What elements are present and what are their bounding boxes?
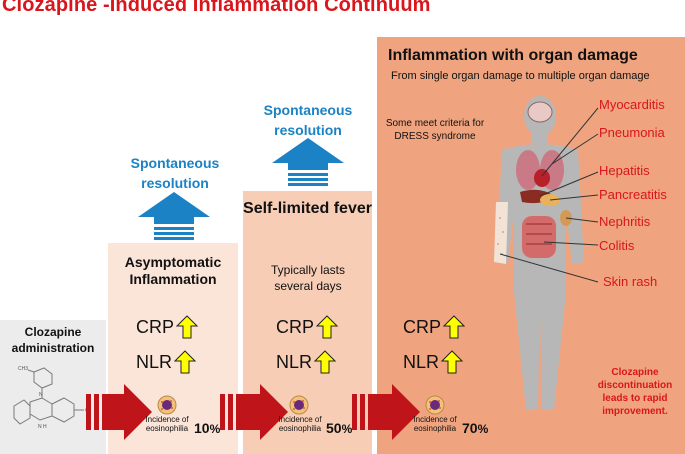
- organ-label-pneumonia: Pneumonia: [599, 125, 665, 140]
- stage1-eosinophilia-label: Incidence of eosinophilia: [145, 415, 189, 433]
- stage2-eosinophilia-label: Incidence of eosinophilia: [278, 415, 322, 433]
- stage2-eosinophilia-percent: 50%: [326, 420, 352, 436]
- percent-value: 10: [194, 420, 210, 436]
- progression-arrow-3-icon: [352, 384, 420, 440]
- page-title: Clozapine -Induced Inflammation Continuu…: [2, 0, 431, 16]
- crp-up-arrow-icon: [443, 315, 466, 339]
- stage3-eosinophilia-percent: 70%: [462, 420, 488, 436]
- stage2-nlr-marker: NLR: [276, 350, 337, 374]
- nlr-up-arrow-icon: [441, 350, 464, 374]
- organ-label-pancreatitis: Pancreatitis: [599, 187, 667, 202]
- organ-label-hepatitis: Hepatitis: [599, 163, 650, 178]
- eosinophil-icon: [289, 395, 309, 415]
- stage2-detail: Typically lasts several days: [270, 263, 346, 293]
- stage3-crp-marker: CRP: [403, 315, 466, 339]
- percent-sign: %: [209, 422, 221, 436]
- progression-arrow-1-icon: [86, 384, 152, 440]
- nlr-up-arrow-icon: [174, 350, 197, 374]
- stage2-resolution-arrow-icon: [272, 138, 344, 186]
- administration-label: Clozapine administration: [11, 325, 95, 355]
- crp-up-arrow-icon: [176, 315, 199, 339]
- eosinophil-icon: [425, 395, 445, 415]
- stage2-heading: Self-limited fever: [243, 200, 372, 217]
- crp-label: CRP: [403, 316, 442, 337]
- crp-up-arrow-icon: [316, 315, 339, 339]
- nlr-label: NLR: [276, 351, 313, 372]
- nlr-up-arrow-icon: [314, 350, 337, 374]
- percent-value: 70: [462, 420, 478, 436]
- nlr-label: NLR: [136, 351, 173, 372]
- progression-arrow-2-icon: [220, 384, 288, 440]
- stage1-nlr-marker: NLR: [136, 350, 197, 374]
- nh-label: N H: [38, 424, 47, 430]
- percent-value: 50: [326, 420, 342, 436]
- methyl-label: CH3: [18, 366, 28, 372]
- stage2-crp-marker: CRP: [276, 315, 339, 339]
- percent-sign: %: [341, 422, 353, 436]
- dress-note: Some meet criteria for DRESS syndrome: [385, 118, 485, 142]
- stage3-nlr-marker: NLR: [403, 350, 464, 374]
- human-body-illustration: [494, 96, 599, 410]
- stage1-eosinophilia-percent: 10%: [194, 420, 220, 436]
- stage3-heading: Inflammation with organ damage: [388, 47, 638, 64]
- stage3-subheading: From single organ damage to multiple org…: [391, 70, 650, 82]
- nlr-label: NLR: [403, 351, 440, 372]
- percent-sign: %: [477, 422, 489, 436]
- organ-label-colitis: Colitis: [599, 238, 635, 253]
- crp-label: CRP: [136, 316, 175, 337]
- organ-label-skin-rash: Skin rash: [603, 274, 658, 289]
- n-label: N: [39, 392, 43, 398]
- eosinophil-icon: [157, 395, 177, 415]
- stage1-resolution-arrow-icon: [138, 192, 210, 240]
- stage1-heading: Asymptomatic Inflammation: [124, 254, 222, 287]
- stage1-crp-marker: CRP: [136, 315, 199, 339]
- stage1-outcome: Spontaneous resolution: [130, 155, 220, 191]
- administration-panel: [0, 320, 106, 454]
- stage2-outcome: Spontaneous resolution: [263, 102, 353, 138]
- stage3-eosinophilia-label: Incidence of eosinophilia: [413, 415, 457, 433]
- conclusion-note: Clozapine discontinuation leads to rapid…: [597, 367, 673, 417]
- organ-label-myocarditis: Myocarditis: [599, 97, 665, 112]
- organ-label-nephritis: Nephritis: [599, 214, 651, 229]
- crp-label: CRP: [276, 316, 315, 337]
